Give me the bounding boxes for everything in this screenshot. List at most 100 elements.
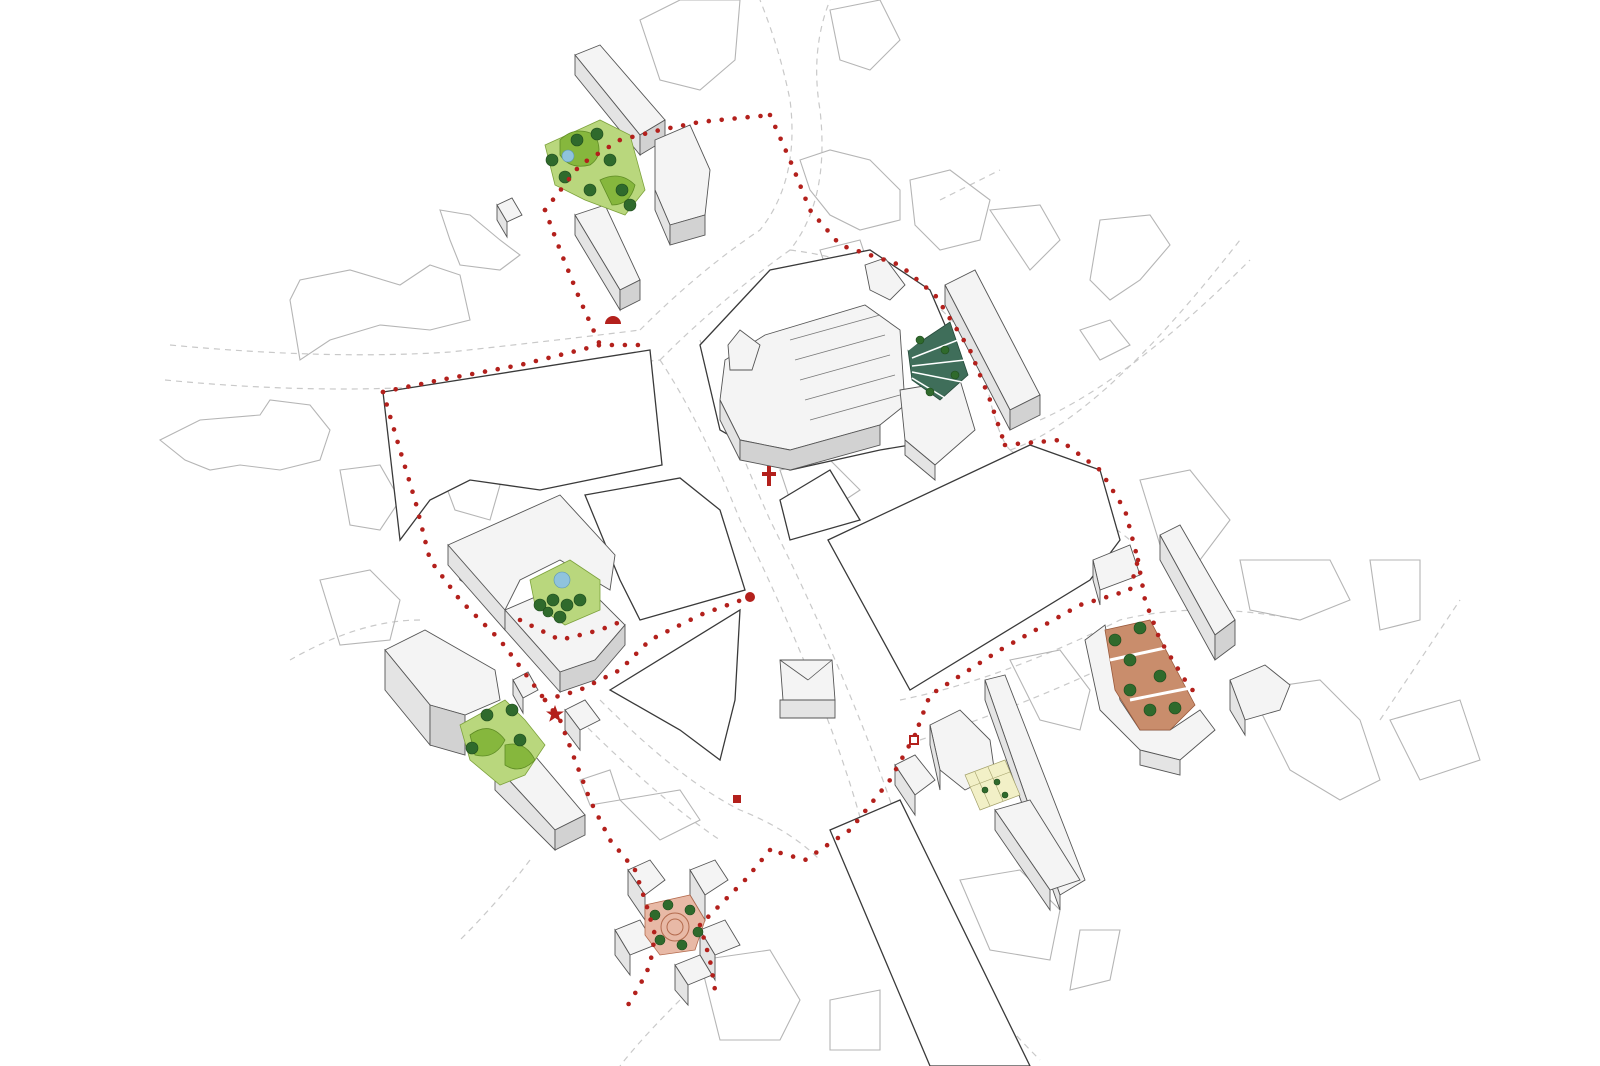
route-dot bbox=[426, 552, 432, 557]
route-dot bbox=[724, 896, 729, 901]
route-dot bbox=[595, 151, 601, 157]
block-south-west bbox=[779, 469, 861, 541]
building-long-se bbox=[984, 674, 1086, 912]
route-dot bbox=[916, 722, 922, 727]
route-dot bbox=[1103, 594, 1109, 600]
route-dot bbox=[423, 539, 428, 545]
building-se-small bbox=[894, 754, 936, 817]
circle-marker bbox=[745, 592, 755, 602]
route-dot bbox=[651, 929, 657, 935]
route-dot bbox=[455, 594, 461, 600]
route-dot bbox=[521, 361, 526, 367]
route-dot bbox=[567, 743, 572, 748]
building-west-1 bbox=[384, 629, 501, 756]
route-dot bbox=[380, 389, 386, 395]
south-garden bbox=[644, 894, 706, 956]
route-dot bbox=[1033, 627, 1039, 633]
route-dot bbox=[457, 374, 462, 379]
route-dot bbox=[614, 621, 620, 626]
route-dot bbox=[940, 304, 946, 310]
route-dot bbox=[516, 662, 521, 668]
cross-marker bbox=[762, 466, 776, 486]
route-dot bbox=[464, 604, 470, 609]
route-dot bbox=[793, 172, 799, 177]
route-dot bbox=[495, 366, 501, 372]
allotment-garden bbox=[964, 759, 1021, 811]
walking-route bbox=[380, 112, 1195, 1007]
route-dot bbox=[773, 124, 778, 130]
route-dot bbox=[1079, 602, 1084, 607]
route-dot bbox=[391, 427, 397, 432]
route-dot bbox=[712, 607, 717, 612]
route-dot bbox=[999, 434, 1005, 439]
route-dot bbox=[555, 694, 560, 699]
route-dot bbox=[1168, 655, 1174, 660]
route-dot bbox=[584, 158, 590, 164]
route-dot bbox=[473, 613, 479, 619]
route-dot bbox=[904, 268, 909, 273]
route-dot bbox=[954, 326, 959, 332]
route-dot bbox=[524, 672, 529, 678]
route-dot bbox=[1091, 598, 1096, 604]
route-dot bbox=[567, 690, 573, 696]
route-dot bbox=[803, 196, 808, 202]
route-dot bbox=[1117, 499, 1123, 505]
west-garden bbox=[459, 699, 546, 786]
route-dot bbox=[614, 669, 620, 674]
route-dot bbox=[585, 791, 590, 797]
route-dot bbox=[406, 477, 412, 482]
route-dot bbox=[624, 660, 630, 666]
route-dot bbox=[982, 385, 988, 390]
route-dot bbox=[639, 979, 644, 984]
route-dot bbox=[643, 642, 648, 647]
route-dot bbox=[887, 778, 892, 783]
route-dot bbox=[531, 683, 537, 688]
route-dot bbox=[706, 118, 712, 124]
route-dot bbox=[1182, 677, 1187, 682]
route-dot bbox=[745, 114, 750, 120]
route-dot bbox=[1067, 608, 1073, 613]
route-dot bbox=[596, 340, 602, 345]
route-dot bbox=[693, 120, 699, 126]
route-dot bbox=[570, 280, 576, 286]
route-dot bbox=[1161, 644, 1167, 649]
route-dot bbox=[1110, 488, 1116, 494]
building-south-3 bbox=[614, 919, 656, 977]
route-dot bbox=[665, 629, 670, 634]
route-dot bbox=[399, 452, 404, 457]
route-dot bbox=[1010, 640, 1016, 645]
route-dot bbox=[640, 892, 646, 897]
route-dot bbox=[500, 641, 506, 647]
route-dot bbox=[759, 857, 764, 863]
route-dot bbox=[591, 328, 596, 333]
route-dot bbox=[644, 904, 650, 910]
route-dot bbox=[767, 112, 773, 118]
route-dot bbox=[708, 960, 713, 965]
route-dot bbox=[447, 584, 453, 590]
route-dot bbox=[1175, 666, 1181, 671]
route-dot bbox=[966, 667, 972, 673]
route-dot bbox=[575, 292, 581, 298]
route-dot bbox=[517, 617, 523, 623]
route-dot bbox=[824, 842, 830, 848]
route-dot bbox=[803, 857, 808, 862]
route-dot bbox=[1103, 477, 1109, 483]
courtyard-garden bbox=[529, 559, 601, 626]
route-dot bbox=[900, 755, 905, 760]
route-dot bbox=[881, 257, 886, 262]
route-dot bbox=[539, 693, 545, 699]
route-dot bbox=[1135, 557, 1141, 563]
route-dot bbox=[1190, 687, 1195, 693]
route-dot bbox=[606, 144, 612, 150]
route-dot bbox=[566, 268, 571, 274]
building-west-small-2 bbox=[564, 699, 601, 752]
route-dot bbox=[778, 136, 783, 142]
route-dot bbox=[1146, 608, 1152, 613]
route-dot bbox=[987, 397, 993, 402]
route-dot bbox=[701, 935, 706, 940]
route-dot bbox=[1022, 633, 1027, 639]
route-dot bbox=[645, 967, 650, 973]
route-dot bbox=[558, 187, 564, 192]
courtyard-block bbox=[447, 494, 626, 694]
route-dot bbox=[547, 219, 552, 225]
